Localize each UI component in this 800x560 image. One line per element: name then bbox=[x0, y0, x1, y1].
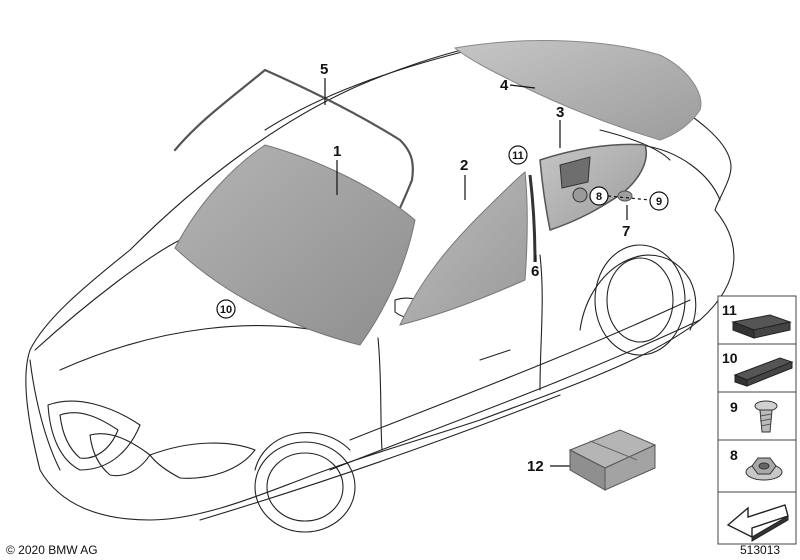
leader-lines bbox=[324, 78, 651, 262]
part-box-12 bbox=[568, 429, 657, 491]
callout-3: 3 bbox=[556, 104, 564, 121]
rear-window-inset bbox=[559, 156, 591, 189]
callout-11: 11 bbox=[512, 150, 524, 162]
copyright-text: © 2020 BMW AG bbox=[6, 543, 98, 557]
navigation-arrow-icon[interactable] bbox=[726, 504, 789, 542]
window-channel-strip bbox=[528, 174, 537, 263]
side-label-10: 10 bbox=[722, 350, 738, 366]
side-label-8: 8 bbox=[730, 447, 738, 463]
diagram-number: 513013 bbox=[740, 543, 780, 557]
rear-window-grommet bbox=[572, 187, 588, 203]
callout-9: 9 bbox=[656, 196, 662, 208]
callout-10: 10 bbox=[220, 304, 232, 316]
foam-pad-icon bbox=[731, 314, 792, 339]
adhesive-strip-icon bbox=[733, 357, 794, 387]
windshield-seal bbox=[173, 68, 414, 264]
rear-window-glass bbox=[453, 40, 702, 141]
callout-circle-10 bbox=[216, 299, 236, 319]
callout-7: 7 bbox=[622, 223, 630, 240]
side-label-11: 11 bbox=[722, 302, 737, 318]
rear-side-window bbox=[539, 143, 647, 231]
door-window-glass bbox=[399, 171, 528, 326]
callout-8: 8 bbox=[596, 191, 602, 203]
callout-circle-8 bbox=[589, 186, 609, 206]
side-panel: 11 10 9 8 bbox=[717, 295, 797, 545]
windscreen-glass bbox=[174, 144, 416, 346]
nut-icon bbox=[745, 457, 783, 481]
callout-4: 4 bbox=[500, 77, 509, 94]
screw-icon bbox=[754, 400, 778, 433]
callout-5: 5 bbox=[320, 61, 328, 78]
callout-circle-11 bbox=[508, 145, 528, 165]
car-body-outline bbox=[25, 45, 735, 533]
callout-6: 6 bbox=[531, 263, 539, 280]
callout-1: 1 bbox=[333, 143, 341, 160]
rear-window-clip bbox=[617, 190, 633, 202]
callout-12: 12 bbox=[527, 458, 544, 475]
side-label-9: 9 bbox=[730, 399, 738, 415]
callout-2: 2 bbox=[460, 157, 468, 174]
callout-circle-9 bbox=[649, 191, 669, 211]
